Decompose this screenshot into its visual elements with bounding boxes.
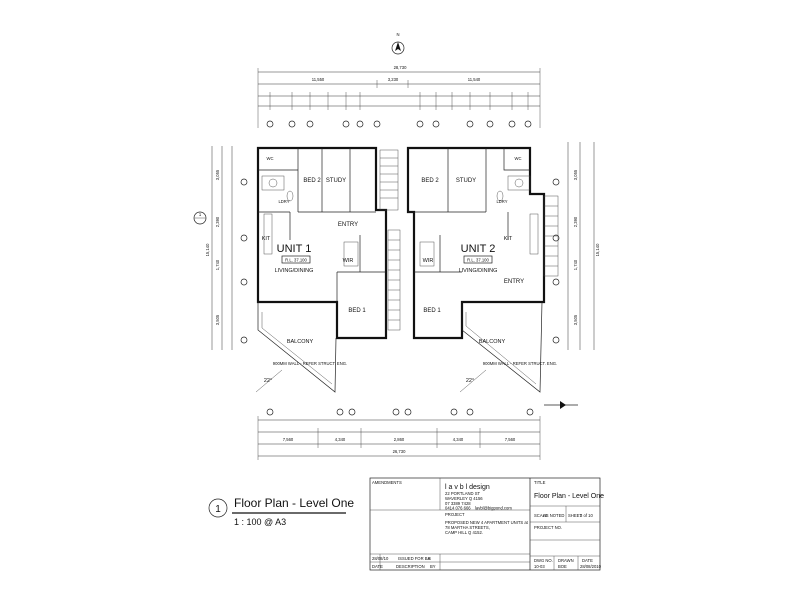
unit-1-bed1-label: BED 1 <box>348 308 366 314</box>
date-value: 28/08/2010 <box>580 564 602 569</box>
unit-2-bed2-label: BED 2 <box>421 178 439 184</box>
footer-date-label: DATE <box>372 564 383 569</box>
unit-1-study-label: STUDY <box>326 178 346 184</box>
firm-name: l a v b l design <box>445 484 490 491</box>
bottom-dimension-5: 7,560 <box>505 437 516 442</box>
project-line-1: PROPOSED NEW 4 APARTMENT UNITS at <box>445 520 529 525</box>
left-overall-dimension: 15,140 <box>205 243 210 256</box>
north-label: N <box>396 32 399 37</box>
section-marker-left-number: 1 <box>199 212 202 217</box>
bottom-overall-dimension: 26,730 <box>393 449 406 454</box>
right-dimension-strings: 15,140 3,505 1,740 2,390 3,055 <box>552 142 600 350</box>
sheet-title: Floor Plan - Level One <box>534 493 604 500</box>
top-dimension-strings: 28,730 11,550 3,230 11,540 <box>257 65 541 128</box>
bottom-dimension-3: 2,860 <box>394 437 405 442</box>
dwg-no-value: 10-03 <box>534 564 545 569</box>
bottom-dimension-strings: 7,560 4,340 2,860 4,340 7,560 26,730 <box>257 408 541 460</box>
dwg-no-label: DWG NO. <box>534 558 553 563</box>
unit-2-laundry-label: LDRY <box>496 199 507 204</box>
unit-1-entry-label: ENTRY <box>338 222 358 228</box>
sheet-label: SHEET <box>568 513 582 518</box>
firm-line-1: 22 PORTLAND ST <box>445 491 481 496</box>
unit-1-wir-label: WIR <box>343 258 354 264</box>
project-label: PROJECT <box>445 512 465 517</box>
north-arrow-right-icon <box>544 401 578 409</box>
right-dimension-4: 3,055 <box>573 169 578 180</box>
unit-1-bed2-label: BED 2 <box>303 178 321 184</box>
firm-line-4: 0414 076 666 <box>445 506 471 511</box>
footer-description-label: DESCRIPTION <box>396 564 425 569</box>
unit-2-rl: R.L. 37.100 <box>467 258 489 263</box>
firm-line-3: 07 3389 7428 <box>445 501 471 506</box>
unit-2-balcony-label: BALCONY <box>479 339 506 345</box>
drawing-scale: 1 : 100 @ A3 <box>234 517 286 527</box>
unit-1-plan: BED 2 STUDY ENTRY KIT WIR BED 1 BALCONY … <box>255 146 401 393</box>
firm-line-2: WAVERLEY Q 4156 <box>445 496 483 501</box>
right-dimension-1: 3,505 <box>573 314 578 325</box>
title-block: AMENDMENTS l a v b l design 22 PORTLAND … <box>369 477 604 571</box>
unit-2-name: UNIT 2 <box>461 243 496 255</box>
project-line-3: CAMP HILL Q 4152. <box>445 530 483 535</box>
unit-2-study-label: STUDY <box>456 178 476 184</box>
revision-description: ISSUED FOR BA <box>398 556 431 561</box>
top-dimension-middle: 3,230 <box>388 77 399 82</box>
sheet-value: 3 of 10 <box>580 513 593 518</box>
unit-2-entry-label: ENTRY <box>504 279 524 285</box>
scale-label: SCALE <box>534 513 548 518</box>
unit-1-wall-note: 900MM WALL - REFER STRUCT. ENG. <box>273 361 347 366</box>
firm-line-5: lavbl@bigpond.com <box>475 506 512 511</box>
unit-2-wall-note: 900MM WALL - REFER STRUCT. ENG. <box>483 361 557 366</box>
unit-1-laundry-label: LDRY <box>278 199 289 204</box>
left-dimension-1: 3,055 <box>215 169 220 180</box>
unit-2-kitchen-label: KIT <box>504 236 513 242</box>
left-dimension-4: 3,505 <box>215 314 220 325</box>
unit-1-name: UNIT 1 <box>277 243 312 255</box>
amendments-label: AMENDMENTS <box>372 480 402 485</box>
unit-1-angle-label: 22° <box>264 378 272 384</box>
unit-1-rl: R.L. 37.100 <box>285 258 307 263</box>
revision-date: 28/08/10 <box>372 556 389 561</box>
north-arrow-icon: N <box>391 32 405 55</box>
drawing-label: 1 Floor Plan - Level One 1 : 100 @ A3 <box>208 496 354 527</box>
bottom-dimension-2: 4,340 <box>335 437 346 442</box>
drawing-title: Floor Plan - Level One <box>234 496 354 510</box>
unit-2-angle-label: 22° <box>466 378 474 384</box>
date-label: DATE <box>582 558 593 563</box>
bottom-dimension-4: 4,340 <box>453 437 464 442</box>
right-dimension-2: 1,740 <box>573 259 578 270</box>
drawing-number: 1 <box>215 504 221 515</box>
revision-by: B <box>428 556 431 561</box>
unit-2-plan: BED 2 STUDY ENTRY KIT WIR BED 1 BALCONY … <box>406 146 559 393</box>
right-dimension-3: 2,390 <box>573 216 578 227</box>
drawn-label: DRAWN <box>558 558 574 563</box>
unit-2-wir-label: WIR <box>423 258 434 264</box>
unit-1-kitchen-label: KIT <box>262 236 271 242</box>
title-label: TITLE <box>534 480 546 485</box>
footer-by-label: BY <box>430 564 436 569</box>
drawn-value: BOE <box>558 564 567 569</box>
unit-2-living-label: LIVING/DINING <box>459 268 498 274</box>
left-dimension-3: 1,740 <box>215 259 220 270</box>
right-overall-dimension: 15,140 <box>595 243 600 256</box>
top-dimension-left: 11,550 <box>312 77 325 82</box>
project-no-label: PROJECT NO. <box>534 525 562 530</box>
unit-1-wc-label: WC <box>267 156 274 161</box>
top-overall-dimension: 28,730 <box>394 65 407 70</box>
bottom-dimension-1: 7,560 <box>283 437 294 442</box>
project-line-2: 78 MARTHA STREETS, <box>445 525 490 530</box>
scale-value: AS NOTED <box>543 513 564 518</box>
unit-2-bed1-label: BED 1 <box>423 308 441 314</box>
unit-1-balcony-label: BALCONY <box>287 339 314 345</box>
top-dimension-right: 11,540 <box>468 77 481 82</box>
unit-2-wc-label: WC <box>515 156 522 161</box>
unit-1-living-label: LIVING/DINING <box>275 268 314 274</box>
section-marker-left-icon: 1 <box>193 211 207 225</box>
left-dimension-2: 2,390 <box>215 216 220 227</box>
left-dimension-strings: 15,140 3,055 2,390 1,740 3,505 <box>205 146 248 350</box>
